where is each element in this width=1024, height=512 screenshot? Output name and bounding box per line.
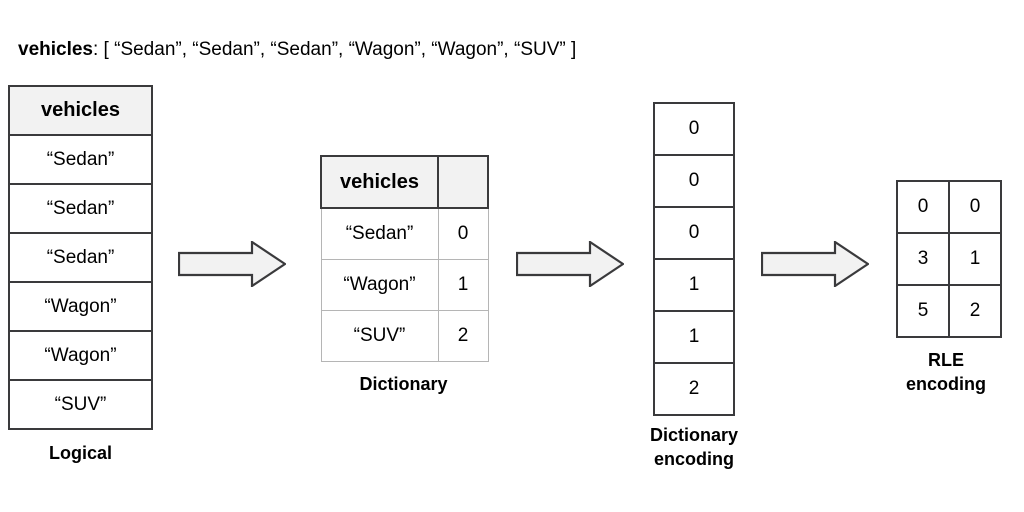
dictionary-encoding-cell: 1 [653,310,735,364]
array-literal-values: : [ “Sedan”, “Sedan”, “Sedan”, “Wagon”, … [93,39,577,60]
table-row: “Wagon” 1 [320,259,489,311]
table-row: 5 2 [896,284,1002,338]
arrow-logical-to-dictionary [178,241,286,287]
dictionary-table-caption: Dictionary [359,374,448,394]
arrow-dictionary-encoding-to-rle [761,241,869,287]
dictionary-encoding-cell: 0 [653,154,735,208]
logical-cell: “SUV” [8,379,153,430]
dictionary-code-cell: 0 [437,207,489,260]
dictionary-encoding-table: 0 0 0 1 1 2 [653,102,735,416]
logical-table: vehicles “Sedan” “Sedan” “Sedan” “Wagon”… [8,85,153,430]
table-row: “Sedan” [8,183,153,234]
dictionary-value-cell: “Wagon” [320,259,439,311]
logical-cell: “Sedan” [8,183,153,234]
rle-value-cell: 0 [948,180,1002,234]
variable-name: vehicles [18,39,93,60]
table-row: 0 [653,154,735,208]
table-row: “Sedan” [8,232,153,283]
table-row: 0 [653,206,735,260]
logical-cell: “Wagon” [8,281,153,332]
dictionary-encoding-cell: 2 [653,362,735,416]
table-row: 0 [653,102,735,156]
table-row: “Wagon” [8,281,153,332]
table-header-row: vehicles [320,155,489,209]
table-row: “Wagon” [8,330,153,381]
logical-cell: “Sedan” [8,232,153,283]
dictionary-value-cell: “SUV” [320,310,439,362]
dictionary-code-cell: 2 [437,310,489,362]
logical-column-header: vehicles [8,85,153,136]
rle-value-cell: 1 [948,232,1002,286]
rle-encoding-table: 0 0 3 1 5 2 [896,180,1002,338]
table-row: 1 [653,258,735,312]
logical-cell: “Wagon” [8,330,153,381]
dictionary-table: vehicles “Sedan” 0 “Wagon” 1 “SUV” 2 [320,155,489,362]
table-header-row: vehicles [8,85,153,136]
rle-value-cell: 2 [948,284,1002,338]
array-literal-caption: vehicles: [ “Sedan”, “Sedan”, “Sedan”, “… [18,38,576,62]
dictionary-code-cell: 1 [437,259,489,311]
dictionary-column-header-value: vehicles [320,155,439,209]
table-row: 3 1 [896,232,1002,286]
table-row: 1 [653,310,735,364]
dictionary-encoding-caption: Dictionary encoding [649,425,739,469]
rle-start-cell: 5 [896,284,950,338]
table-row: “SUV” 2 [320,310,489,362]
dictionary-encoding-cell: 0 [653,206,735,260]
arrow-dictionary-to-dictionary-encoding [516,241,624,287]
table-row: “Sedan” [8,134,153,185]
dictionary-encoding-cell: 0 [653,102,735,156]
table-row: 2 [653,362,735,416]
logical-table-caption: Logical [48,443,112,463]
rle-start-cell: 0 [896,180,950,234]
table-row: “Sedan” 0 [320,207,489,260]
logical-cell: “Sedan” [8,134,153,185]
table-row: 0 0 [896,180,1002,234]
dictionary-column-header-code [437,155,489,209]
dictionary-value-cell: “Sedan” [320,207,439,260]
table-row: “SUV” [8,379,153,430]
rle-start-cell: 3 [896,232,950,286]
rle-encoding-caption: RLE encoding [906,350,986,394]
dictionary-encoding-cell: 1 [653,258,735,312]
